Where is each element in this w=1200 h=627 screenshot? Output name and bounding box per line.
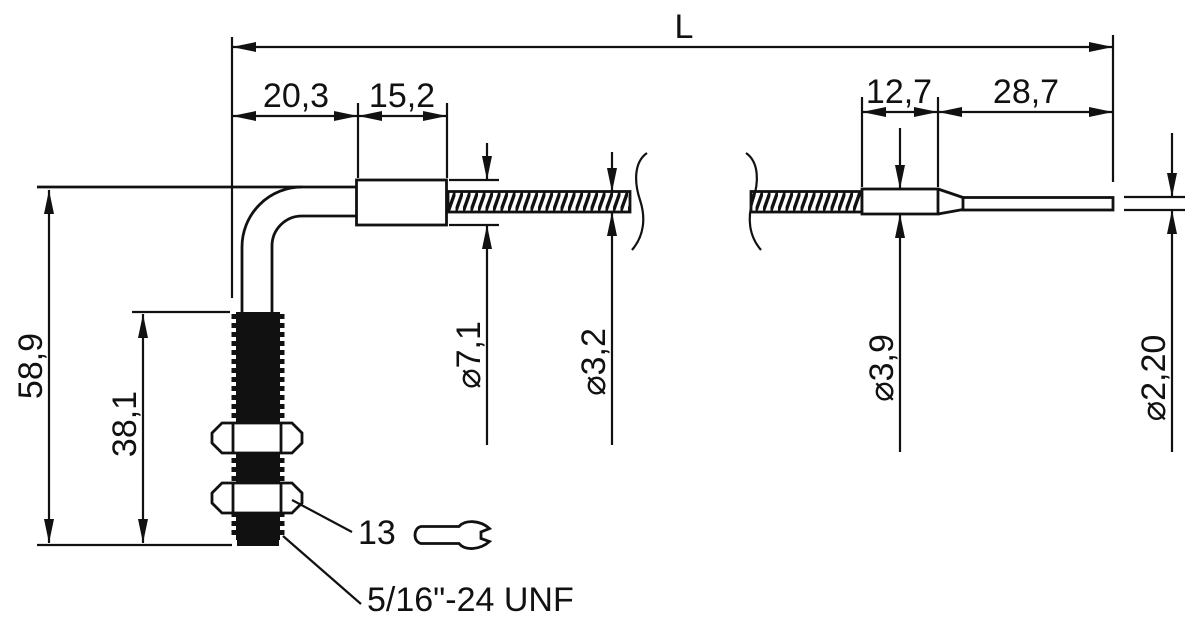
dia-label-3-2: ⌀3,2: [575, 328, 613, 396]
dim-label-38-1: 38,1: [106, 391, 144, 457]
dim-label-58-9: 58,9: [12, 333, 50, 399]
arrowhead: [482, 225, 492, 249]
nut2-outline: [210, 481, 304, 515]
dim-overall-length: L: [230, 8, 1115, 298]
sensor-tip: [961, 196, 1115, 212]
bend-inner-curve: [270, 214, 303, 314]
taper-bottom: [937, 208, 964, 216]
arrowhead: [895, 214, 905, 238]
ferrule: [860, 187, 940, 216]
dia-label-7-1: ⌀7,1: [450, 321, 488, 389]
arrowhead: [914, 107, 938, 117]
arrowhead: [607, 212, 617, 236]
bend-outer-curve: [240, 185, 303, 314]
probe-sleeve: [355, 178, 448, 227]
dim-label-L: L: [675, 8, 694, 46]
probe-tip-assembly: [860, 187, 1115, 216]
threaded-stud: [210, 312, 304, 546]
leader-line: [282, 535, 362, 605]
dia-cable: ⌀3,2: [575, 152, 617, 445]
arrowhead: [482, 156, 492, 180]
dia-label-3-9: ⌀3,9: [863, 334, 901, 402]
arrowhead: [1089, 42, 1113, 52]
dim-thread-length: 38,1: [106, 310, 230, 543]
dia-tip: ⌀2,20: [1124, 133, 1185, 452]
dim-bend-to-sleeve: 20,3 15,2: [232, 77, 449, 178]
arrowhead: [138, 314, 148, 338]
wrench-icon: [413, 520, 493, 550]
dia-sleeve: ⌀7,1: [449, 143, 499, 445]
arrowhead: [1167, 173, 1177, 197]
leader-line: [291, 499, 353, 533]
thread-spec-callout: 5/16"-24 UNF: [282, 535, 574, 619]
arrowhead: [895, 165, 905, 189]
dim-probe-height: 58,9: [12, 190, 232, 547]
hex-nut-1: [210, 421, 304, 455]
dia-ferrule: ⌀3,9: [863, 128, 905, 452]
dim-label-20-3: 20,3: [263, 77, 329, 115]
arrowhead: [1089, 107, 1113, 117]
arrowhead: [138, 519, 148, 543]
arrowhead: [358, 111, 382, 121]
break-line-left: [631, 152, 648, 251]
arrowhead: [607, 168, 617, 192]
arrowhead: [44, 190, 54, 214]
taper-top: [937, 187, 964, 199]
cable-hatch-left: [448, 191, 630, 212]
dim-label-15-2: 15,2: [369, 77, 435, 115]
dia-label-2-20: ⌀2,20: [1135, 335, 1173, 422]
dim-label-28-7: 28,7: [993, 73, 1059, 111]
armored-cable: [446, 152, 864, 251]
dim-ferrule-and-tip: 12,7 28,7: [860, 73, 1113, 187]
wrench-size-callout: 13: [291, 499, 493, 552]
arrowhead: [44, 519, 54, 543]
stud-end-cap: [237, 538, 279, 546]
arrowhead: [232, 111, 256, 121]
cable-hatch-right: [751, 191, 862, 212]
arrowhead: [423, 111, 447, 121]
arrowhead: [232, 42, 256, 52]
arrowhead: [334, 111, 358, 121]
hex-nut-2: [210, 481, 304, 515]
cable-outline-left: [446, 190, 632, 214]
arrowhead: [938, 107, 962, 117]
dim-label-12-7: 12,7: [866, 73, 932, 111]
probe-body: [37, 178, 448, 314]
arrowhead: [1167, 210, 1177, 234]
wrench-size-label: 13: [358, 514, 396, 552]
thread-spec-label: 5/16"-24 UNF: [367, 581, 574, 619]
nut1-outline: [210, 421, 304, 455]
arrowhead: [862, 107, 886, 117]
